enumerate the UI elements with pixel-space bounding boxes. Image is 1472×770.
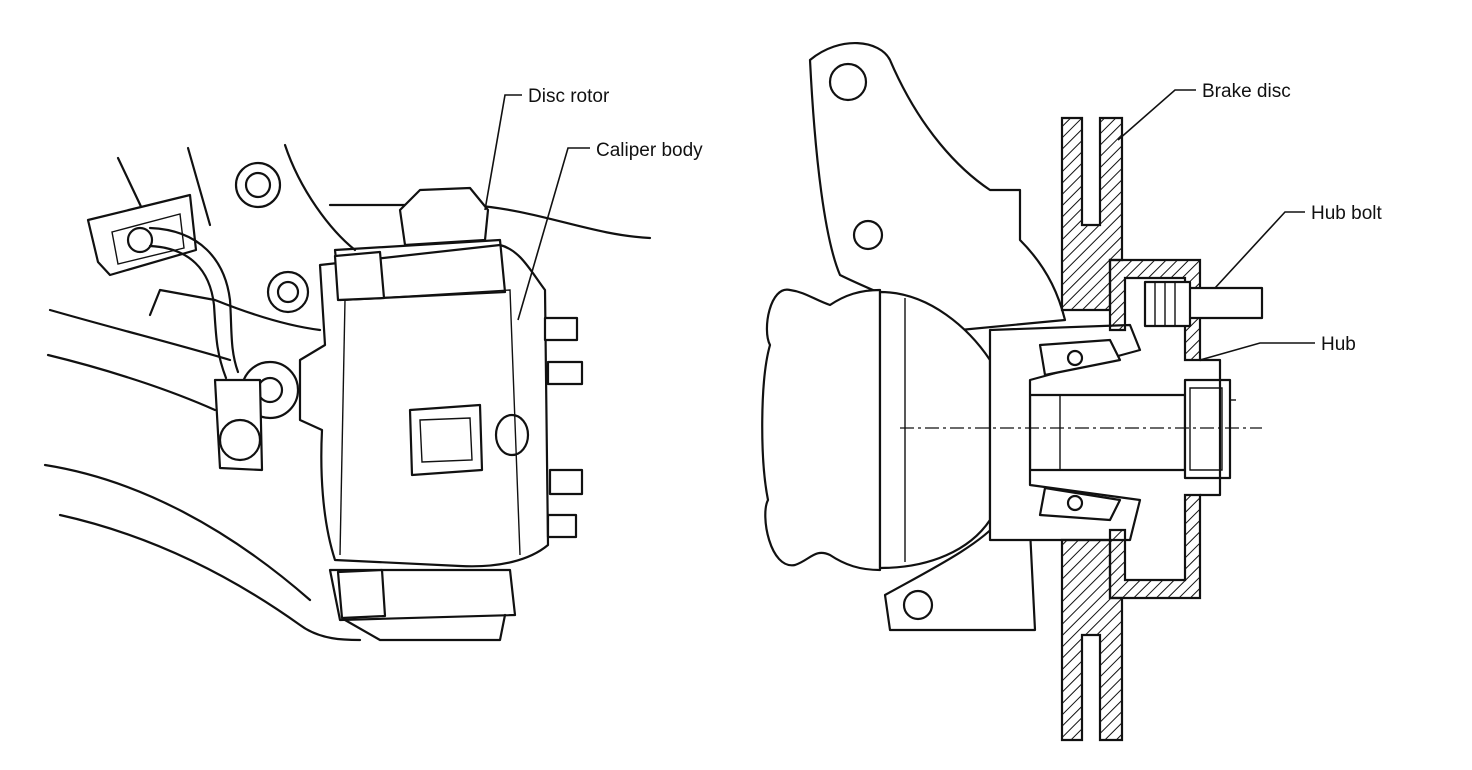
caliper-stud-3 xyxy=(548,468,584,496)
upper-bearing xyxy=(1038,338,1122,377)
hub-bolt-head xyxy=(1143,280,1192,328)
cv-boot xyxy=(761,288,882,572)
caliper-stud-4 xyxy=(546,513,578,539)
axle-stub xyxy=(1028,393,1187,472)
bearing-ball-top xyxy=(1066,349,1084,367)
bracket-hole xyxy=(126,226,154,254)
caliper-face-lower xyxy=(339,299,346,556)
caliper-window-slot xyxy=(419,417,473,463)
leader-brake-disc xyxy=(1117,89,1196,141)
strut-line-mid xyxy=(186,146,212,227)
bearing-housing xyxy=(988,323,1142,542)
upper-bolt xyxy=(234,161,282,209)
knuckle-lower-hole xyxy=(902,589,934,621)
middle-bolt-inner xyxy=(276,280,300,304)
lower-arm-bottom-line xyxy=(46,353,217,412)
leader-disc-rotor xyxy=(484,94,522,211)
lower-bearing xyxy=(1038,486,1122,522)
axle-nut xyxy=(1183,378,1232,480)
caliper-body-shape xyxy=(298,243,550,568)
caliper-boss xyxy=(494,413,530,457)
label-brake-disc: Brake disc xyxy=(1202,81,1291,102)
disc-rotor-edge xyxy=(398,186,490,247)
strut-line-right xyxy=(283,143,357,252)
caliper-stud-1 xyxy=(543,316,579,342)
label-hub-bolt: Hub bolt xyxy=(1311,203,1382,224)
knuckle-top-line xyxy=(328,203,652,240)
lower-slider-boot xyxy=(336,568,387,620)
leader-caliper-body xyxy=(517,147,590,321)
leader-hub-bolt xyxy=(1214,211,1305,289)
lower-arm-curve-top xyxy=(43,463,312,602)
hose-bracket xyxy=(86,193,198,277)
caliper-bottom-bracket xyxy=(343,613,507,642)
knuckle-upper-hole xyxy=(828,62,868,102)
middle-bolt xyxy=(266,270,310,314)
caliper-assembly-drawing xyxy=(43,143,652,642)
cv-outer-race xyxy=(878,290,992,570)
leader-hub xyxy=(1199,342,1315,361)
knuckle-middle-hole xyxy=(852,219,884,251)
label-disc-rotor: Disc rotor xyxy=(528,86,610,107)
caliper-window xyxy=(408,403,484,477)
hub-cross-section-drawing xyxy=(761,41,1264,742)
upper-bolt-inner xyxy=(244,171,272,199)
label-hub: Hub xyxy=(1321,334,1356,355)
upper-slider-boot xyxy=(333,250,386,302)
hose-bracket-inner xyxy=(111,213,185,265)
bleeder-nut xyxy=(218,418,262,462)
brake-disc-lower xyxy=(1060,538,1124,742)
caliper-lower-cylinder xyxy=(328,568,517,622)
knuckle-lower-line xyxy=(148,288,322,332)
strut-line-left xyxy=(116,156,147,217)
lower-arm-top-line xyxy=(48,308,232,362)
hub-flange-lower xyxy=(1108,493,1202,600)
lower-arm-curve-bottom xyxy=(58,513,362,642)
steering-knuckle xyxy=(808,41,1067,332)
caliper-stud-2 xyxy=(546,360,584,386)
bearing-ball-bottom xyxy=(1066,494,1084,512)
brake-disc-upper xyxy=(1060,116,1124,312)
brake-hose-outer xyxy=(148,244,228,380)
label-caliper-body: Caliper body xyxy=(596,140,703,161)
brake-hose xyxy=(148,226,240,374)
axle-nut-face xyxy=(1189,387,1223,471)
hub-bolt-shank xyxy=(1183,286,1264,320)
